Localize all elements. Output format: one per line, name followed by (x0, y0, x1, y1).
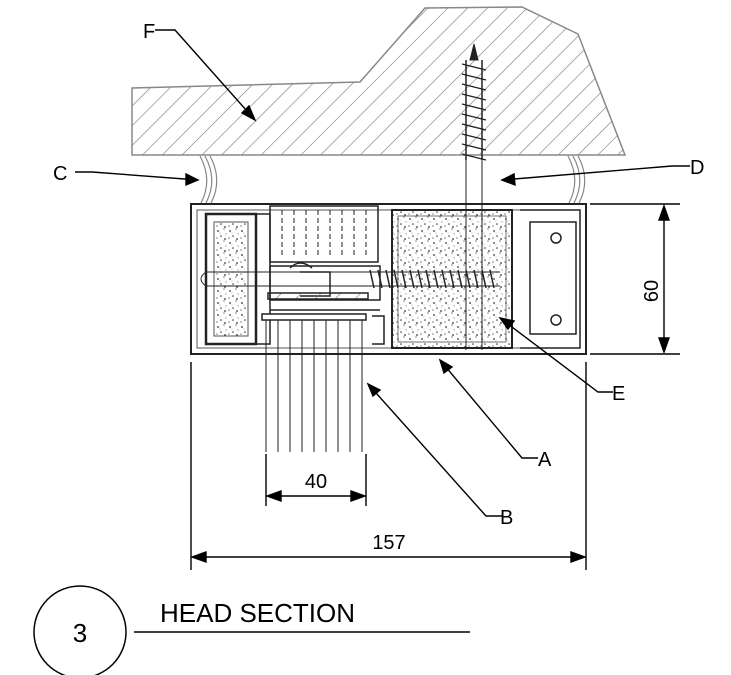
label-f: F (143, 21, 155, 43)
threaded-rod (200, 269, 500, 289)
masonry-head (131, 6, 627, 156)
dimension-opening-value: 40 (305, 471, 327, 493)
dimension-opening (264, 454, 368, 506)
leader-lines (75, 29, 690, 517)
section-title: HEAD SECTION (160, 598, 355, 628)
dimension-overall (189, 362, 588, 570)
label-e: E (612, 383, 625, 405)
mechanism (267, 262, 385, 345)
section-number-circle (33, 585, 127, 675)
brush-seal (269, 205, 379, 263)
dimension-height (590, 203, 680, 355)
left-insulation (213, 221, 249, 337)
panel-below (261, 313, 367, 452)
label-c: C (53, 163, 67, 185)
right-seal (567, 155, 586, 204)
left-profile (256, 213, 271, 345)
dimension-overall-value: 157 (372, 532, 405, 554)
frame-outline (190, 203, 587, 355)
left-seal (199, 155, 218, 204)
label-a: A (538, 449, 552, 471)
right-bracket (520, 209, 581, 349)
screw (461, 43, 487, 350)
dimension-height-value: 60 (641, 280, 663, 302)
left-chamber (204, 212, 258, 346)
insulation-core-border (397, 215, 507, 343)
label-d: D (690, 157, 704, 179)
section-number: 3 (73, 618, 87, 648)
label-b: B (500, 507, 513, 529)
